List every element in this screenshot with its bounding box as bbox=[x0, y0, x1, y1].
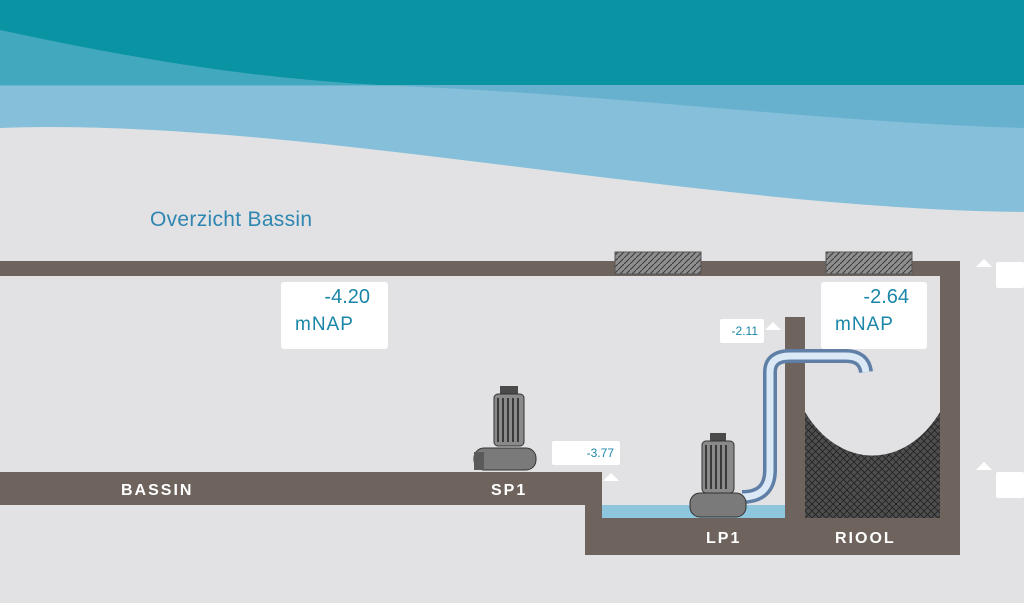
pump-sp1-icon[interactable] bbox=[473, 386, 537, 471]
page-title: Overzicht Bassin bbox=[150, 208, 313, 231]
right-indicator-top bbox=[996, 262, 1024, 288]
bassin-level-unit: mNAP bbox=[295, 314, 354, 335]
discharge-pipe bbox=[741, 349, 873, 504]
riool-sump bbox=[805, 412, 940, 518]
riool-level-display[interactable]: -2.64 mNAP bbox=[821, 282, 927, 349]
manhole-cover-left bbox=[614, 251, 702, 275]
riool-level-unit: mNAP bbox=[835, 314, 894, 335]
header-banner bbox=[0, 0, 1024, 212]
riool-level-value: -2.64 bbox=[863, 286, 909, 308]
bassin-label: BASSIN bbox=[121, 482, 194, 499]
sp1-label: SP1 bbox=[491, 482, 528, 499]
manhole-cover-right bbox=[825, 251, 913, 275]
bassin-level-display[interactable]: -4.20 mNAP bbox=[281, 282, 388, 349]
riool-label: RIOOL bbox=[835, 530, 896, 547]
right-wall bbox=[940, 261, 960, 555]
lp1-threshold-value[interactable]: -2.11 bbox=[720, 319, 764, 343]
divider-wall bbox=[785, 317, 805, 519]
bassin-level-value: -4.20 bbox=[324, 286, 370, 308]
right-marker-bottom-icon bbox=[976, 462, 992, 470]
right-marker-top-icon bbox=[976, 259, 992, 267]
pump-lp1-icon[interactable] bbox=[689, 433, 747, 518]
right-indicator-bottom bbox=[996, 472, 1024, 498]
top-slab bbox=[0, 261, 960, 276]
sp1-threshold-marker-icon bbox=[603, 473, 619, 481]
bassin-floor bbox=[0, 472, 602, 505]
pit-floor bbox=[585, 518, 960, 555]
lp1-threshold-marker-icon bbox=[765, 322, 781, 330]
lp1-label: LP1 bbox=[706, 530, 742, 547]
sp1-threshold-value[interactable]: -3.77 bbox=[552, 441, 620, 465]
